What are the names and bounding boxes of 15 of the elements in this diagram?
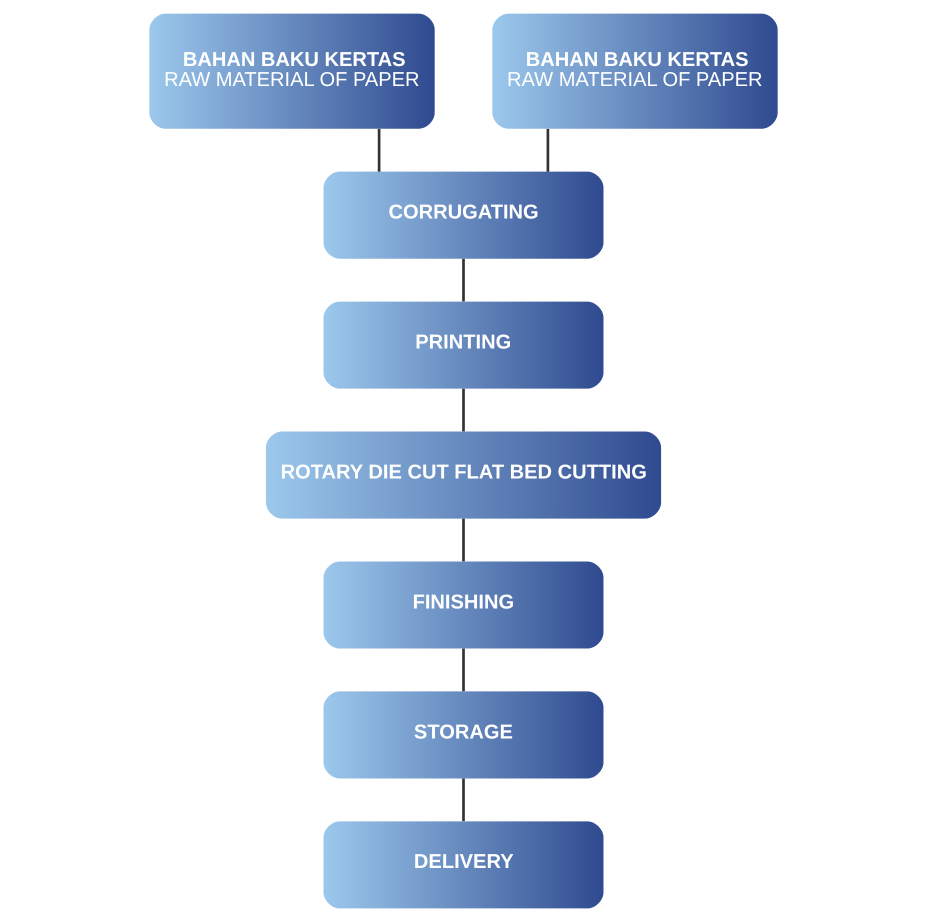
connector bbox=[546, 128, 549, 172]
node-box: ROTARY DIE CUT FLAT BED CUTTING bbox=[265, 432, 661, 519]
connector bbox=[462, 388, 464, 432]
node-box: CORRUGATING bbox=[323, 172, 603, 259]
connector bbox=[462, 258, 464, 302]
node-box: DELIVERY bbox=[323, 821, 603, 908]
connector bbox=[462, 778, 464, 822]
node-box: BAHAN BAKU KERTAS RAW MATERIAL OF PAPER bbox=[492, 14, 778, 129]
connector bbox=[377, 128, 380, 172]
node-box: STORAGE bbox=[323, 691, 603, 778]
connector bbox=[462, 648, 464, 692]
node-box: BAHAN BAKU KERTAS RAW MATERIAL OF PAPER bbox=[148, 14, 434, 129]
connector bbox=[462, 518, 464, 562]
node-box: PRINTING bbox=[323, 302, 603, 389]
node-box: FINISHING bbox=[323, 561, 603, 649]
